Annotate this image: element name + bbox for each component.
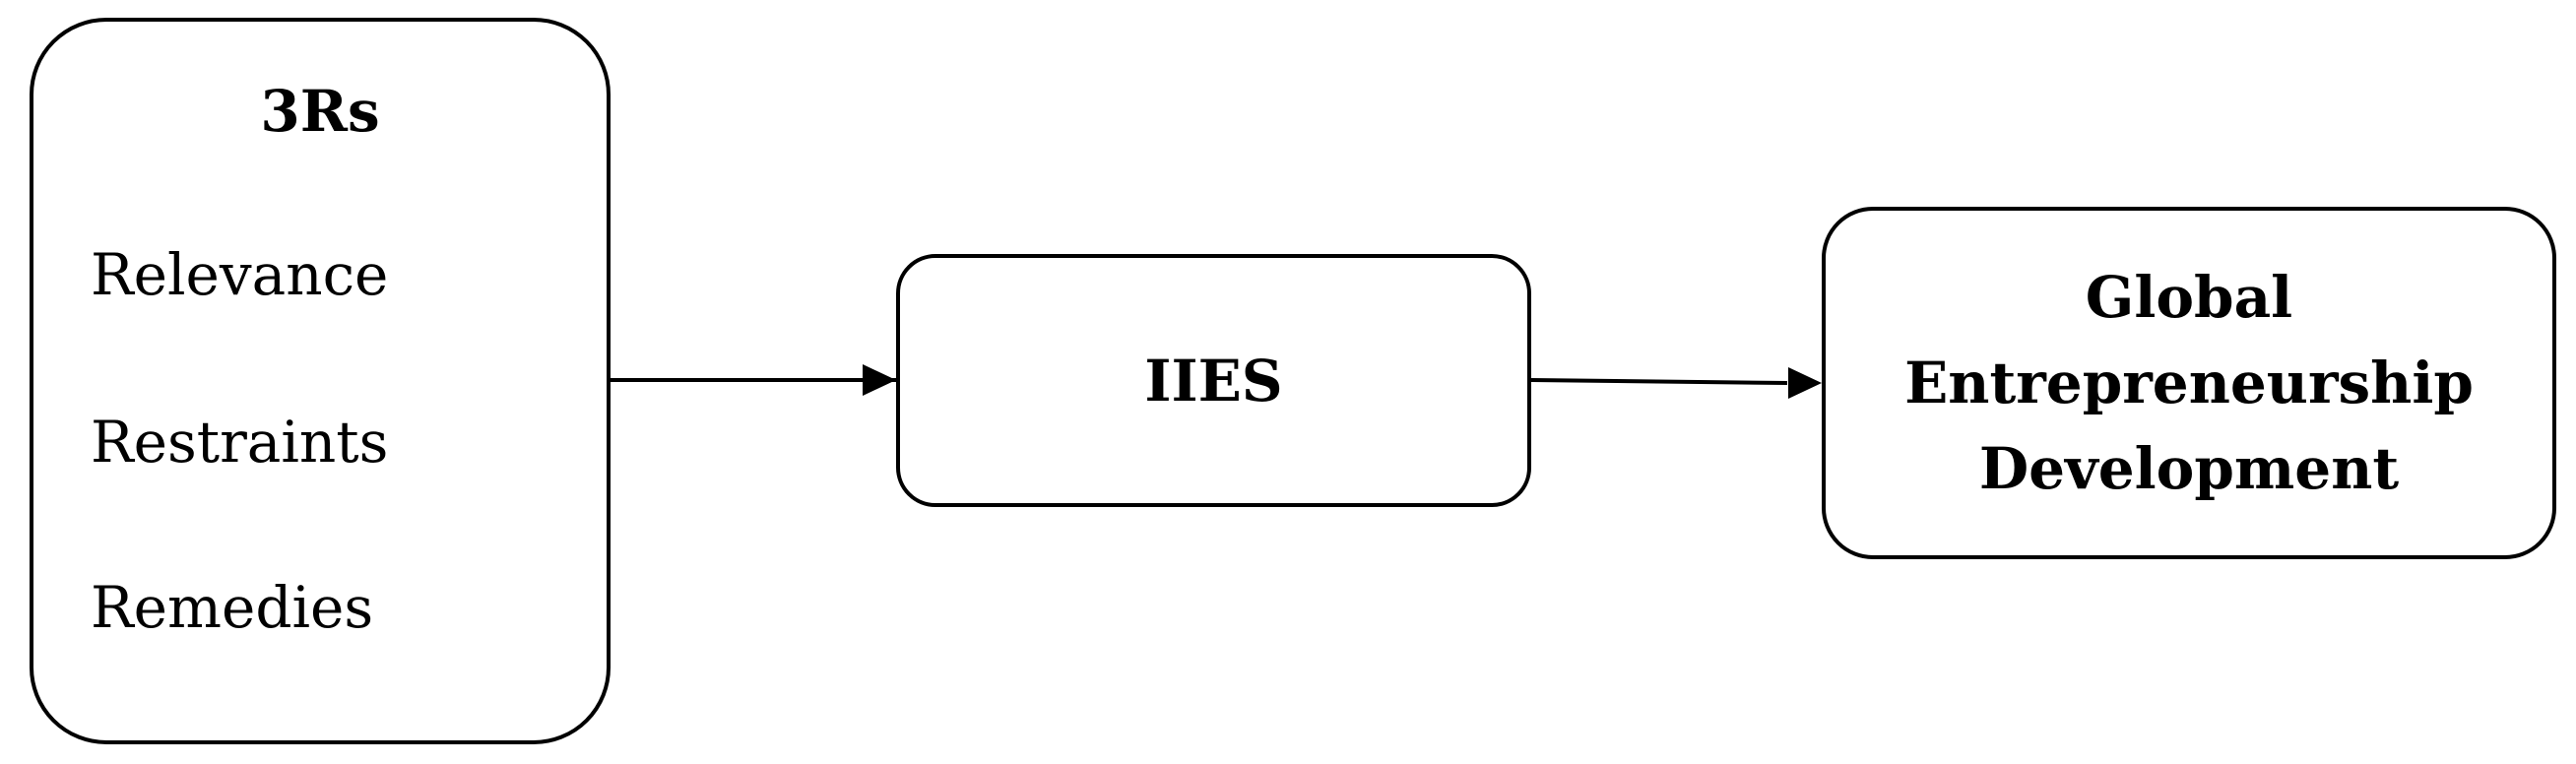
node-3rs: 3Rs Relevance Restraints Remedies <box>30 18 611 744</box>
node-ged-line-global: Global <box>2085 263 2293 331</box>
node-3rs-item-restraints: Restraints <box>91 409 389 476</box>
node-3rs-item-remedies: Remedies <box>91 574 374 641</box>
node-3rs-item-relevance: Relevance <box>91 241 389 308</box>
arrowhead-iies-to-ged <box>1788 367 1822 399</box>
node-3rs-title: 3Rs <box>260 78 380 145</box>
node-global-entrepreneurship-development: Global Entrepreneurship Development <box>1822 207 2556 559</box>
arrow-iies-to-ged <box>1530 378 1788 385</box>
arrowhead-3rs-to-iies <box>863 364 896 396</box>
node-ged-line-entrepreneurship: Entrepreneurship <box>1904 349 2474 416</box>
node-ged-line-development: Development <box>1978 434 2400 502</box>
node-iies: IIES <box>896 254 1531 507</box>
node-iies-title: IIES <box>1144 347 1283 414</box>
